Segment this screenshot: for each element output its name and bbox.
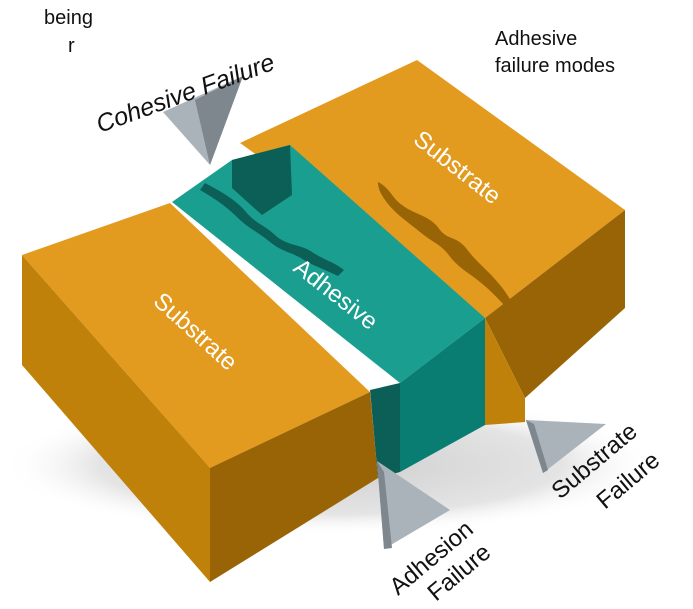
adhesive-front <box>400 318 485 472</box>
cropped-text-line1: being <box>44 7 93 29</box>
left-substrate-block <box>22 203 378 582</box>
right-substrate-top <box>240 60 625 318</box>
right-substrate-side <box>485 210 625 398</box>
left-substrate-top <box>22 203 370 468</box>
adhesive-step <box>370 383 400 478</box>
right-substrate-block <box>240 60 625 425</box>
diagram-title-line1: Adhesive <box>495 28 577 50</box>
cohesive-failure-pointer <box>163 76 243 165</box>
adhesive-side <box>232 145 292 215</box>
left-substrate-side <box>210 392 378 582</box>
adhesion-failure-pointer <box>377 461 450 549</box>
right-substrate-front <box>485 318 525 425</box>
diagram-title-line2: failure modes <box>495 55 615 77</box>
cohesive-crack <box>200 183 344 276</box>
substrate-failure-pointer <box>526 420 606 473</box>
cropped-text-line2: r <box>68 35 75 57</box>
left-substrate-front <box>22 255 210 582</box>
substrate-crack <box>378 182 516 312</box>
adhesive-layer <box>172 145 485 478</box>
